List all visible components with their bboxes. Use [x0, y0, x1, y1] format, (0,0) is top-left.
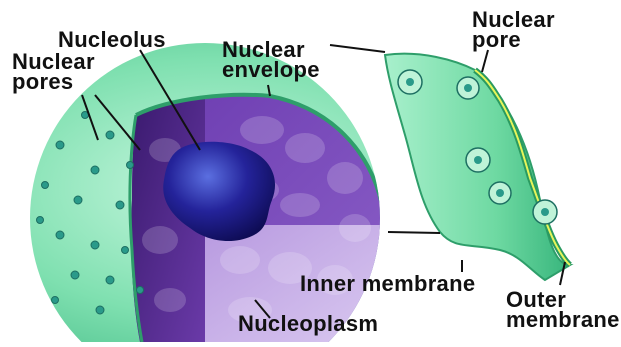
label-inner-membrane: Inner membrane	[300, 274, 475, 294]
label-nuclear-pores-line2: pores	[12, 72, 95, 92]
label-inner-membrane-text: Inner membrane	[300, 274, 475, 294]
label-nucleoplasm-text: Nucleoplasm	[238, 314, 378, 334]
label-outer-membrane: Outer membrane	[506, 290, 620, 330]
label-nuclear-pores: Nuclear pores	[12, 52, 95, 92]
label-nuclear-envelope: Nuclear envelope	[222, 40, 320, 80]
envelope-flap	[385, 54, 570, 280]
label-nuclear-pore-line2: pore	[472, 30, 555, 50]
label-nucleoplasm: Nucleoplasm	[238, 314, 378, 334]
label-nucleolus: Nucleolus	[58, 30, 166, 50]
label-nuclear-envelope-line2: envelope	[222, 60, 320, 80]
label-nucleolus-text: Nucleolus	[58, 30, 166, 50]
label-outer-membrane-line2: membrane	[506, 310, 620, 330]
label-nuclear-pore: Nuclear pore	[472, 10, 555, 50]
